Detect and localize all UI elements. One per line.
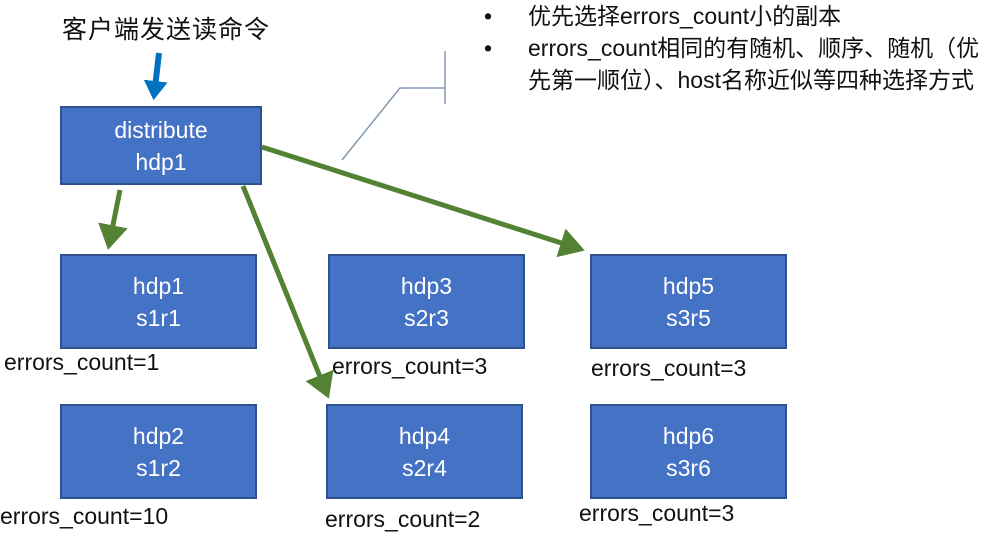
node-replica: s1r1 xyxy=(136,304,181,331)
errors-count-label: errors_count=1 xyxy=(4,349,160,375)
errors-count-label: errors_count=3 xyxy=(332,353,488,379)
node-replica: s3r6 xyxy=(666,454,711,481)
arrow-to-hdp4 xyxy=(240,185,334,399)
replica-node-hdp1: hdp1 s1r1 xyxy=(60,254,257,349)
note-item: •errors_count相同的有随机、顺序、随机（优先第一顺位）、host名称… xyxy=(478,32,998,96)
replica-node-hdp4: hdp4 s2r4 xyxy=(326,404,523,499)
client-arrow xyxy=(143,52,168,101)
replica-node-hdp6: hdp6 s3r6 xyxy=(590,404,787,499)
note-item: •优先选择errors_count小的副本 xyxy=(478,0,998,32)
arrow-to-hdp1 xyxy=(98,189,128,250)
node-replica: s2r4 xyxy=(402,454,447,481)
node-host: hdp3 xyxy=(400,272,453,299)
errors-count-label: errors_count=2 xyxy=(325,506,481,532)
distributor-node: distribute hdp1 xyxy=(60,106,262,185)
callout-bracket xyxy=(341,87,445,161)
node-host: hdp2 xyxy=(132,422,185,449)
replica-node-hdp5: hdp5 s3r5 xyxy=(590,254,787,349)
notes-list: •优先选择errors_count小的副本 •errors_count相同的有随… xyxy=(478,0,998,96)
node-host: hdp6 xyxy=(662,422,715,449)
node-host: hdp1 xyxy=(135,148,187,175)
errors-count-label: errors_count=3 xyxy=(579,500,735,526)
bullet-icon: • xyxy=(484,3,493,29)
node-host: hdp1 xyxy=(132,272,185,299)
replica-node-hdp3: hdp3 s2r3 xyxy=(328,254,525,349)
node-label: distribute xyxy=(114,116,208,143)
arrow-to-hdp5 xyxy=(261,144,585,258)
node-replica: s3r5 xyxy=(666,304,711,331)
node-replica: s2r3 xyxy=(404,304,449,331)
node-host: hdp4 xyxy=(398,422,451,449)
bullet-icon: • xyxy=(484,35,493,61)
node-replica: s1r2 xyxy=(136,454,181,481)
client-read-label: 客户端发送读命令 xyxy=(62,16,271,44)
errors-count-label: errors_count=10 xyxy=(0,503,169,529)
node-host: hdp5 xyxy=(662,272,715,299)
errors-count-label: errors_count=3 xyxy=(591,355,747,381)
replica-node-hdp2: hdp2 s1r2 xyxy=(60,404,257,499)
